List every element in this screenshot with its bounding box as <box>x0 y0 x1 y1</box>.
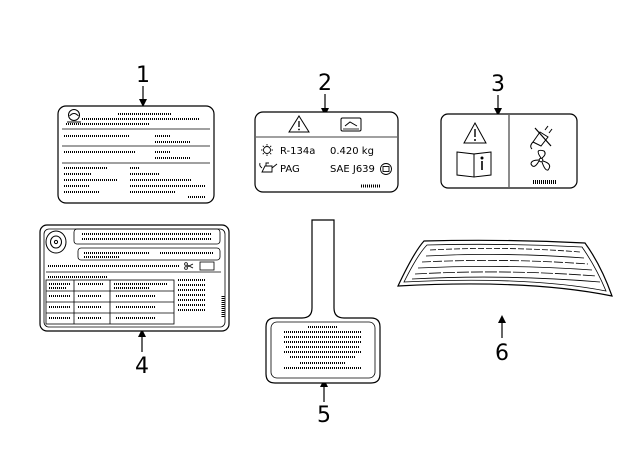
read-manual-icon <box>456 151 492 178</box>
callout-number-1: 1 <box>136 63 150 88</box>
callout-5: 5 <box>317 379 331 428</box>
scissors-icon <box>184 262 194 270</box>
callout-number-3: 3 <box>491 72 505 97</box>
callout-number-4: 4 <box>135 354 149 379</box>
label-4-table-text <box>49 279 205 319</box>
label-4-table <box>45 279 175 325</box>
callout-1: 1 <box>136 63 150 107</box>
label-1-vehicle-info <box>57 105 215 204</box>
label-3-warning <box>440 113 578 189</box>
oil-can-icon <box>259 162 278 173</box>
label-2-refrigerant: R-134a 0.420 kg PAG SAE J639 <box>254 111 399 193</box>
compressor-icon <box>380 163 392 175</box>
label-1-separators <box>62 128 210 164</box>
refrigerant-type: R-134a <box>280 146 315 157</box>
label-6-curved-warning <box>397 239 613 297</box>
callout-number-5: 5 <box>317 403 331 428</box>
plug-icon <box>530 125 553 150</box>
fan-icon <box>530 149 551 171</box>
label-5-text-lines <box>284 326 362 369</box>
callout-number-6: 6 <box>495 341 509 366</box>
warning-triangle-icon <box>463 121 487 144</box>
callout-3: 3 <box>491 72 505 116</box>
warning-triangle-icon <box>288 115 310 133</box>
callout-2: 2 <box>318 71 332 116</box>
label-1-text-lines <box>64 113 206 198</box>
refrigerant-charge: 0.420 kg <box>330 146 374 157</box>
oil-type: PAG <box>280 164 300 175</box>
callout-number-2: 2 <box>318 71 332 96</box>
label-6-text-lines <box>411 248 601 283</box>
callout-6: 6 <box>495 315 509 366</box>
vehicle-maker-logo-icon <box>67 109 81 123</box>
label-4-tire-info <box>39 224 230 332</box>
tire-icon <box>45 230 67 254</box>
sun-snowflake-icon <box>261 144 273 156</box>
callout-4: 4 <box>135 329 149 379</box>
label-5-emission <box>265 219 381 384</box>
service-manual-icon <box>340 117 362 132</box>
sae-standard: SAE J639 <box>330 164 375 175</box>
